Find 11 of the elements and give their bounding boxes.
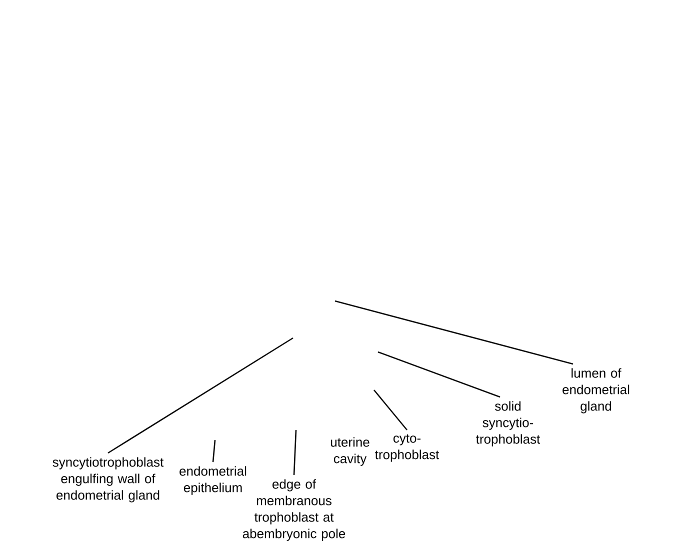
leader-line	[212, 440, 216, 462]
leader-line	[378, 351, 500, 398]
callout-label: lumen of endometrial gland	[562, 368, 630, 414]
part-label: uterine cavity	[330, 437, 370, 466]
leader-line	[334, 300, 574, 365]
callout-label: cyto- trophoblast	[375, 434, 440, 462]
callout-label: syncytiotrophoblast engulfing wall of endometrial gland	[52, 457, 164, 502]
leader-line	[108, 337, 294, 454]
callout-label: solid syncytio- trophoblast	[476, 401, 540, 446]
leader-line	[374, 390, 408, 430]
leader-line	[293, 430, 297, 476]
